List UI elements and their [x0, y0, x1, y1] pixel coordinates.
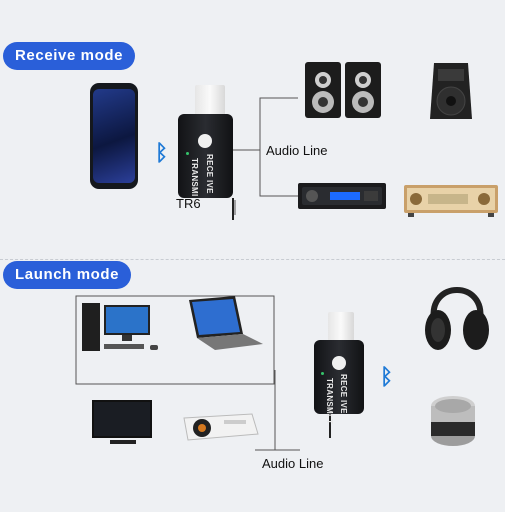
television-icon [92, 400, 152, 444]
usb-connector [195, 85, 225, 117]
usb-connector-launch [328, 312, 354, 342]
bookshelf-speakers-icon [305, 62, 381, 118]
portable-speaker-icon [431, 396, 475, 446]
bluetooth-icon: ᛒ [155, 140, 169, 165]
section-divider [0, 259, 505, 260]
audio-line-label: Audio Line [266, 143, 328, 158]
projector-icon [183, 413, 259, 441]
model-label: TR6 [176, 196, 201, 211]
bluetooth-icon: ᛒ [380, 364, 394, 389]
amplifier-icon [404, 185, 498, 217]
transmitter-dongle: RECE IVE TRANSMI T [314, 340, 364, 424]
headphones-icon [425, 287, 489, 350]
desktop-computer-icon [82, 303, 158, 351]
tr6-dongle: RECE IVE TRANSMI T [178, 114, 233, 204]
smartphone-icon [90, 83, 138, 189]
car-stereo-icon [298, 183, 386, 209]
launch-mode-title: Launch mode [3, 261, 132, 289]
audio-line-label: Audio Line [262, 456, 324, 471]
laptop-icon [189, 296, 263, 350]
receive-mode-title: Receive mode [3, 42, 136, 70]
pa-speaker-icon [430, 63, 472, 119]
